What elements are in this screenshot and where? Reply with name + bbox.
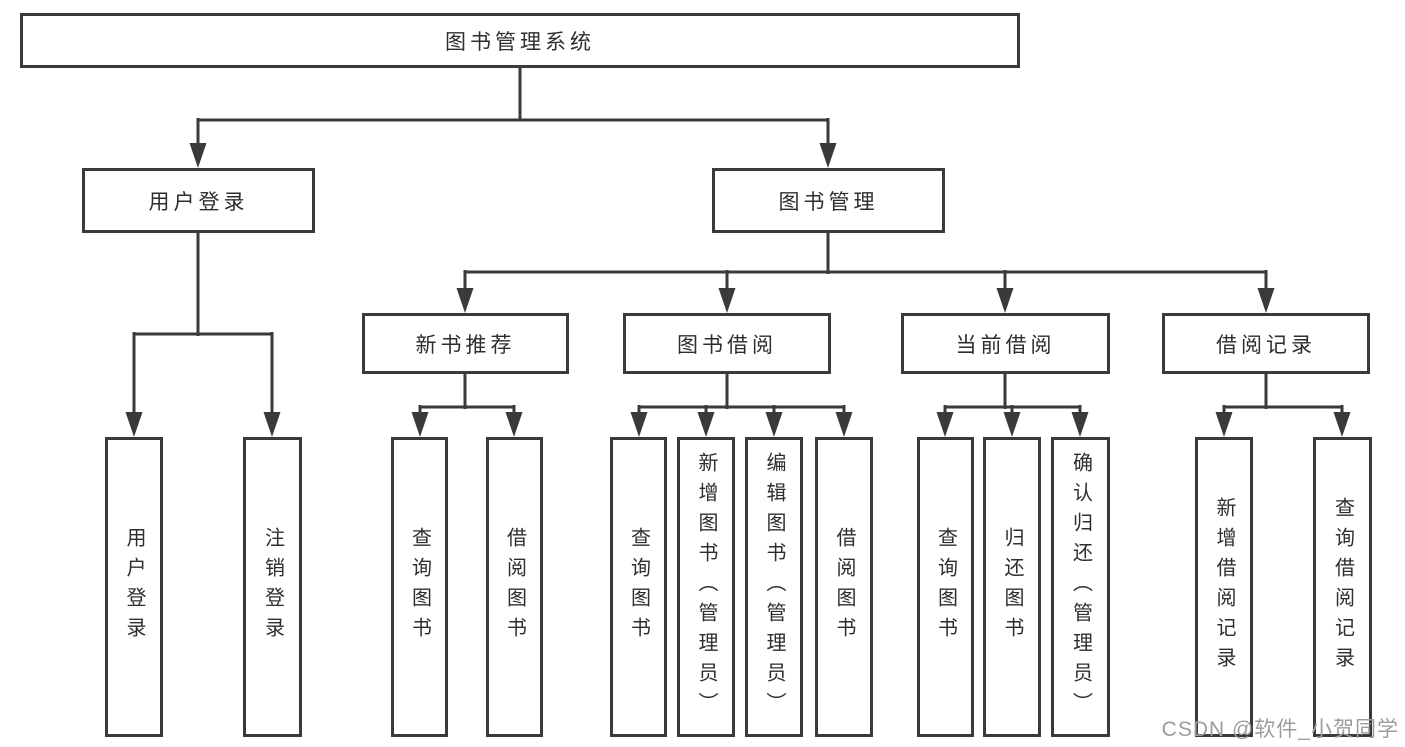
leaf-label: 新增借阅记录	[1213, 497, 1235, 677]
leaf-query-borrow-record: 查询借阅记录	[1313, 437, 1372, 737]
node-user-login: 用户登录	[82, 168, 315, 233]
leaf-edit-book-admin: 编辑图书（管理员）	[745, 437, 803, 737]
node-label: 图书管理系统	[445, 30, 595, 54]
leaf-label: 用户登录	[123, 527, 145, 647]
node-label: 图书管理	[778, 190, 879, 214]
node-book-borrow: 图书借阅	[623, 313, 831, 374]
leaf-query-books-current: 查询图书	[917, 437, 974, 737]
node-label: 当前借阅	[955, 333, 1056, 357]
node-label: 借阅记录	[1216, 333, 1316, 357]
leaf-label: 注销登录	[261, 527, 284, 647]
leaf-label: 归还图书	[1001, 527, 1023, 647]
node-new-book-recommend: 新书推荐	[362, 313, 569, 374]
leaf-return-book: 归还图书	[983, 437, 1041, 737]
leaf-user-login: 用户登录	[105, 437, 163, 737]
watermark: CSDN @软件_小贺同学	[1161, 718, 1399, 741]
leaf-label: 新增图书（管理员）	[695, 452, 717, 722]
node-current-borrow: 当前借阅	[901, 313, 1110, 374]
leaf-label: 查询图书	[627, 527, 650, 647]
leaf-label: 借阅图书	[833, 527, 855, 647]
leaf-borrow-books: 借阅图书	[815, 437, 873, 737]
leaf-borrow-books-recommend: 借阅图书	[486, 437, 543, 737]
node-label: 新书推荐	[415, 333, 516, 357]
leaf-label: 查询借阅记录	[1331, 497, 1354, 677]
node-borrow-records: 借阅记录	[1162, 313, 1370, 374]
leaf-label: 确认归还（管理员）	[1069, 452, 1092, 722]
leaf-label: 编辑图书（管理员）	[763, 452, 785, 722]
leaf-label: 借阅图书	[503, 527, 526, 647]
leaf-label: 查询图书	[934, 527, 957, 647]
leaf-add-book-admin: 新增图书（管理员）	[677, 437, 735, 737]
leaf-confirm-return-admin: 确认归还（管理员）	[1051, 437, 1110, 737]
node-library-system: 图书管理系统	[20, 13, 1020, 68]
leaf-query-books-recommend: 查询图书	[391, 437, 448, 737]
leaf-add-borrow-record: 新增借阅记录	[1195, 437, 1253, 737]
node-label: 图书借阅	[677, 333, 777, 357]
leaf-query-books-borrow: 查询图书	[610, 437, 667, 737]
node-label: 用户登录	[148, 190, 249, 214]
leaf-logout: 注销登录	[243, 437, 302, 737]
node-book-management: 图书管理	[712, 168, 945, 233]
leaf-label: 查询图书	[408, 527, 431, 647]
